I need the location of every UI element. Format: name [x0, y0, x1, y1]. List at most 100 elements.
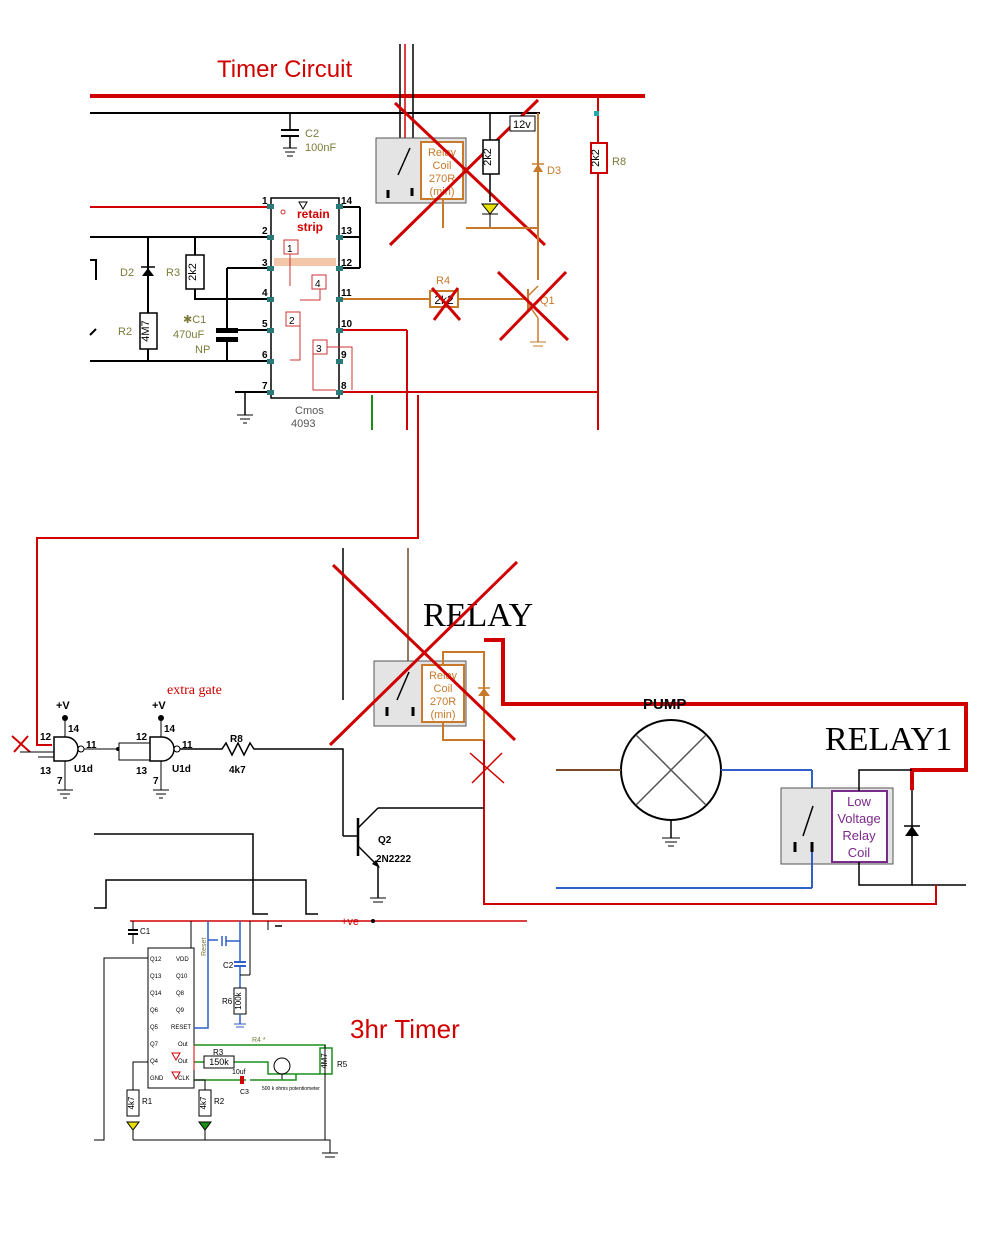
pin-number: 12: [40, 732, 52, 743]
pin-number: 2: [262, 226, 268, 237]
nand-gate-extra: +V 12 13 14 7 11 U1d: [136, 700, 193, 799]
resistor-r3: [185, 254, 205, 290]
d3-label: D3: [547, 165, 561, 177]
resistor-value: 2k2: [187, 263, 199, 281]
pin-number: 7: [153, 776, 159, 787]
r8-label: R8: [612, 156, 626, 168]
led-icon: [198, 1121, 212, 1131]
c2-value: 100nF: [305, 142, 336, 154]
relay-coil-line: (min): [430, 709, 455, 721]
gate-number: 1: [287, 244, 293, 255]
three-hour-timer-title: 3hr Timer: [350, 1014, 460, 1044]
r2-label: R2: [214, 1097, 225, 1106]
pin-number: 13: [341, 226, 353, 237]
relay1-label: RELAY1: [825, 721, 952, 758]
reset-label: Reset: [201, 938, 208, 956]
relay-coil-line: Coil: [433, 160, 452, 172]
resistor-value: 4M7: [140, 320, 152, 341]
relay1-coil-line: Relay: [842, 828, 876, 843]
pin-number: 11: [341, 288, 352, 299]
pin-number: 5: [262, 319, 268, 330]
pin-label: Q12: [150, 957, 162, 963]
pin-label: Q7: [150, 1042, 159, 1048]
c2-label: C2: [305, 128, 319, 140]
resistor-value: 4k7: [199, 1096, 208, 1109]
r4-label: R4 *: [252, 1037, 266, 1044]
chip-label: 4093: [291, 418, 315, 430]
relay-top: Relay Coil 270R (min): [375, 98, 547, 247]
supply-label: +ve: [341, 916, 359, 928]
diode-d2-icon: [142, 268, 154, 276]
resistor-r8-middle: R8 4k7: [180, 734, 344, 836]
relay1-coil-line: Coil: [848, 845, 871, 860]
pot-label: 500 k ohms potentiometer: [262, 1086, 320, 1092]
pin-label: RESET: [171, 1025, 191, 1031]
pin-number: 8: [341, 381, 347, 392]
resistor-r3-bottom: [203, 1055, 235, 1069]
signal-wire: [36, 395, 419, 746]
pin-number: 9: [341, 350, 347, 361]
pin-number: 10: [341, 319, 353, 330]
resistor-r5: [319, 1047, 333, 1075]
pin-number: 14: [68, 724, 80, 735]
resistor-value: 4k7: [229, 765, 246, 776]
timer-circuit-title: Timer Circuit: [217, 56, 352, 83]
pin-label: Q8: [176, 991, 185, 997]
c1-label: ✱C1: [183, 314, 206, 326]
pin-label: Q10: [176, 974, 188, 980]
pin-number: 12: [136, 732, 148, 743]
led-icon: [480, 203, 500, 215]
pin-number: 11: [86, 740, 97, 751]
r8-label: R8: [230, 734, 243, 745]
relay1: RELAY1 Low Voltage Relay Coil: [556, 721, 966, 889]
cross-out-mark: [471, 752, 503, 784]
pin-label: CLK: [178, 1076, 190, 1082]
cross-out-mark: [393, 101, 547, 247]
resistor-value: 150k: [209, 1057, 229, 1067]
retain-strip-highlight: [274, 258, 336, 266]
r3-label: R3: [213, 1048, 224, 1057]
pin-number: 4: [262, 288, 268, 299]
resistor-r2: [139, 312, 158, 350]
capacitor-c2: C2 100nF: [281, 113, 336, 157]
vplus-label: +V: [152, 700, 166, 712]
gate-number: 3: [316, 344, 322, 355]
c2-label: C2: [223, 961, 234, 970]
gate-ref: U1d: [172, 764, 191, 775]
pin-number: 1: [262, 196, 268, 207]
pin-number: 6: [262, 350, 268, 361]
retain-strip-label: retain: [297, 207, 330, 221]
pin-number: 14: [341, 196, 353, 207]
extra-gate-label: extra gate: [167, 683, 222, 698]
c1-label: C1: [140, 927, 151, 936]
r4-label: R4: [436, 275, 450, 287]
pin-number: 14: [164, 724, 176, 735]
gate-ref: U1d: [74, 764, 93, 775]
timer-circuit-section: Timer Circuit C2 100nF Relay Coil: [89, 40, 645, 430]
gate-number: 4: [315, 279, 321, 290]
r5-label: R5: [337, 1060, 348, 1069]
retain-strip-label: strip: [297, 220, 323, 234]
pin-number: 13: [136, 766, 148, 777]
cross-out-mark: [328, 560, 519, 747]
cross-out-mark: [432, 287, 460, 321]
relay-coil-line: Coil: [434, 683, 453, 695]
pin-label: Q6: [150, 1008, 159, 1014]
led-icon: [126, 1121, 140, 1131]
d2-label: D2: [120, 267, 134, 279]
resistor-value: 4k7: [127, 1096, 136, 1109]
pin-label: VDD: [176, 957, 189, 963]
counter-chip: [147, 947, 195, 1089]
resistor-value: 2k2: [482, 148, 494, 166]
c3-label: C3: [240, 1089, 249, 1096]
supply-12v-label: 12v: [513, 119, 531, 131]
pin-label: Q14: [150, 991, 162, 997]
relay-coil-line: 270R: [429, 173, 455, 185]
pin-label: Q9: [176, 1008, 185, 1014]
c1-label: 470uF: [173, 329, 204, 341]
chip-label: Cmos: [295, 405, 324, 417]
relay1-coil-line: Low: [847, 794, 871, 809]
pump: PUMP: [556, 696, 813, 847]
r1-label: R1: [142, 1097, 153, 1106]
relay1-coil-line: Voltage: [837, 811, 880, 826]
